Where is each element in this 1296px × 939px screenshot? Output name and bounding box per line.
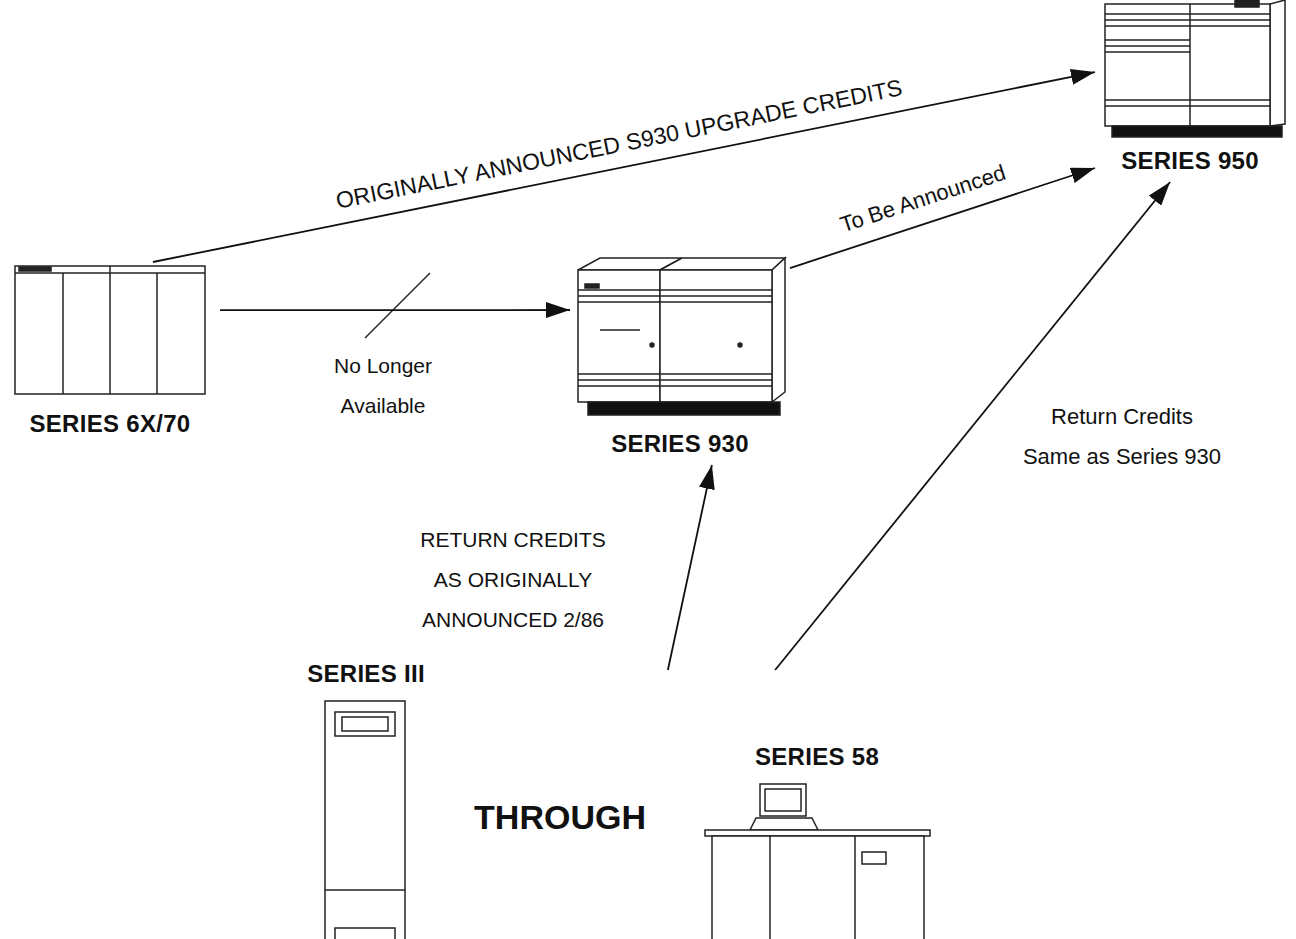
upgrade-arrow [153, 72, 1095, 262]
series-950-cabinet [1105, 0, 1285, 137]
edge-label: No Longer Available [330, 346, 436, 426]
edge-label: ORIGINALLY ANNOUNCED S930 UPGRADE CREDIT… [330, 72, 909, 215]
edge-label: RETURN CREDITS AS ORIGINALLY ANNOUNCED 2… [416, 520, 610, 640]
model-heading: SERIES 6X/70 [29, 410, 190, 438]
connector-word: THROUGH [474, 797, 646, 837]
edge-label: To Be Announced [833, 158, 1013, 241]
computer-node: SERIES III [285, 655, 450, 939]
upgrade-arrow [220, 309, 570, 311]
computer-node: SERIES 950 [1095, 0, 1290, 182]
series-6x70-cabinet [15, 266, 205, 394]
model-heading: SERIES 58 [755, 743, 879, 771]
edge-label: Return Credits Same as Series 930 [1019, 397, 1225, 477]
series-58-desk [705, 784, 930, 939]
model-heading: SERIES 930 [611, 430, 749, 458]
computer-node: SERIES 6X/70 [5, 262, 220, 442]
series-930-cabinet [578, 258, 785, 415]
computer-node: SERIES 58 [655, 670, 935, 939]
model-heading: SERIES 950 [1121, 147, 1259, 175]
series-iii-cabinet [325, 701, 405, 939]
model-heading: SERIES III [307, 660, 425, 688]
strike-mark [365, 273, 430, 338]
upgrade-arrow [668, 465, 712, 670]
computer-node: SERIES 930 [570, 255, 790, 465]
